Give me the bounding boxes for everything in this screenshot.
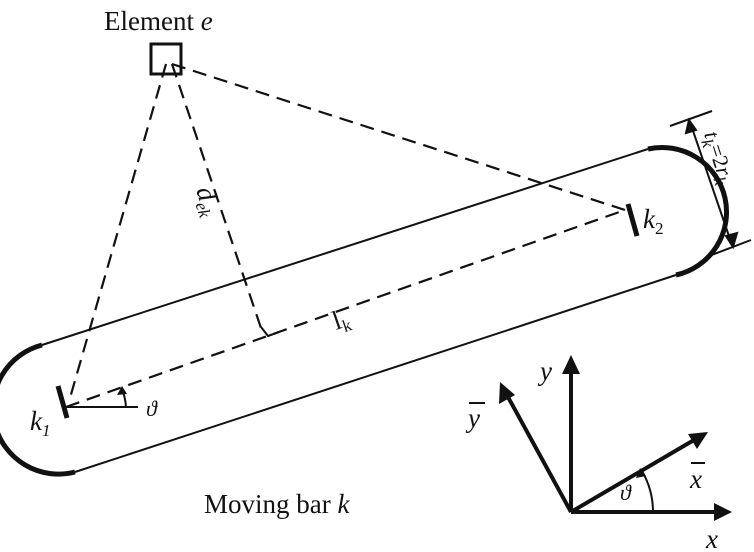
endpoint-k2-tick (625, 203, 640, 237)
y-axis-label: y (537, 356, 552, 386)
coordinate-axes (499, 355, 732, 521)
xbar-axis-arrowhead (688, 432, 708, 449)
ybar-axis-arrowhead (499, 382, 515, 404)
thickness-arrow-top (684, 117, 698, 135)
bar-angle-label: ϑ (146, 396, 158, 421)
bar-outline (0, 144, 729, 477)
k1-angle-arrowhead (117, 386, 127, 395)
x-axis-arrowhead (714, 503, 732, 521)
endpoint-k2-label: k2 (643, 204, 663, 238)
ybar-axis (506, 396, 573, 513)
caption-label: Moving bar k (204, 489, 350, 519)
axes-angle-arrowhead (636, 468, 646, 478)
dashed-element-to-k2 (171, 62, 626, 212)
element-label: Element e (104, 6, 213, 36)
endpoint-k1-label: k1 (30, 406, 50, 440)
y-axis-arrowhead (562, 355, 580, 374)
right-angle-marker (260, 326, 280, 338)
bar-lower-edge (74, 274, 677, 473)
thickness-dimension (669, 110, 752, 257)
thickness-arrow-bottom (724, 231, 739, 250)
bar-left-cap (0, 342, 76, 477)
x-axis-label: x (705, 524, 718, 552)
xbar-axis-label: x (689, 464, 702, 494)
length-label: lk (328, 302, 354, 339)
bar-upper-edge (41, 148, 649, 346)
dashed-element-to-k1 (68, 63, 168, 399)
dashed-length-lk (65, 208, 626, 409)
thickness-ext-line-bottom (708, 239, 752, 257)
ybar-axis-label: y (465, 403, 480, 433)
thickness-dimension-line (689, 121, 733, 246)
bar-right-cap (647, 144, 729, 278)
axes-angle-label: ϑ (620, 480, 632, 505)
element-e-square (149, 42, 183, 76)
dashed-distance-dek (170, 63, 265, 335)
dashed-lines (65, 62, 626, 409)
axes-angle-arc (641, 470, 654, 513)
xbar-axis (569, 438, 696, 514)
endpoint-k1-tick (55, 385, 70, 419)
thickness-ext-line-top (669, 110, 713, 127)
